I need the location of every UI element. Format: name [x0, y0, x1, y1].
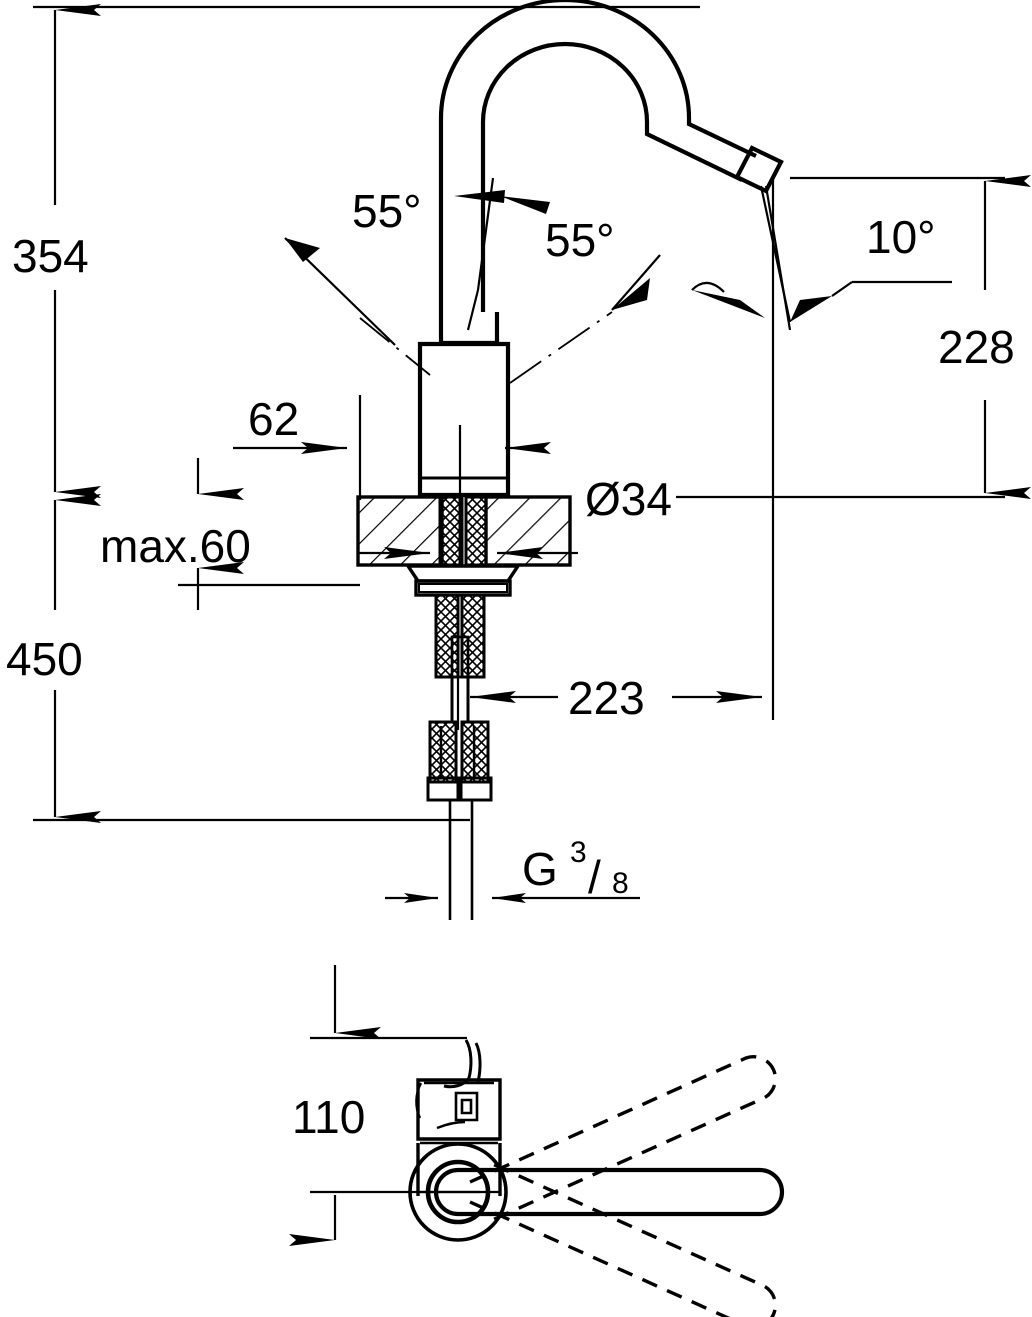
top-plan-view: 110	[289, 965, 785, 1317]
dimension-62-label: 62	[248, 393, 299, 445]
mounting-shank	[438, 495, 488, 567]
dimension-228-label: 228	[938, 321, 1015, 373]
dimension-110: 110	[289, 965, 480, 1246]
supply-connectors	[426, 720, 493, 802]
plan-body-cap	[415, 1078, 502, 1145]
faucet-body	[417, 341, 511, 498]
dimension-450-label: 450	[6, 633, 83, 685]
spout-arc	[438, 0, 757, 330]
supply-hoses	[450, 677, 470, 722]
plan-lever-handle	[433, 1167, 785, 1217]
thread-letter-label: G	[522, 843, 558, 895]
thread-label-group: G 3 / 8	[522, 836, 629, 903]
dimension-max60: max.60	[100, 458, 360, 610]
angle-10-arrowhead-right	[790, 296, 832, 322]
angle-55-right-label: 55°	[545, 214, 615, 266]
plan-lever-handle-rotated-down	[469, 1160, 778, 1317]
angle-55-center-arrowhead-right	[500, 196, 550, 214]
callout-thread-g38: G 3 / 8	[385, 836, 640, 903]
angle-55-left: 55°	[284, 185, 431, 376]
thread-numerator-label: 3	[570, 836, 587, 869]
angle-55-center-arrowhead-left	[454, 190, 505, 203]
dimension-354: 354	[12, 3, 700, 498]
dimension-110-label: 110	[292, 1091, 365, 1143]
thread-denominator-label: 8	[612, 867, 629, 900]
front-elevation-view	[356, 0, 784, 920]
dimension-diameter-34: Ø34	[358, 473, 1005, 559]
dimension-62: 62	[233, 393, 551, 500]
dimension-228: 228	[790, 175, 1031, 499]
dimension-354-label: 354	[12, 230, 89, 282]
angle-10-arrowhead-left	[692, 290, 765, 318]
threaded-stud	[434, 593, 486, 679]
angle-10-label: 10°	[866, 211, 936, 263]
angle-55-left-arrowhead	[285, 238, 320, 262]
dimension-223: 223	[456, 178, 775, 730]
angle-55-right: 55°	[454, 177, 661, 384]
dimension-223-label: 223	[568, 672, 645, 724]
angle-10: 10°	[691, 185, 952, 331]
plan-lever-handle-rotated-up	[469, 1055, 778, 1224]
thread-slash: /	[588, 851, 601, 903]
dimension-450: 450	[6, 494, 470, 823]
dimension-diameter-34-label: Ø34	[585, 473, 672, 525]
dimension-max60-label: max.60	[100, 520, 251, 572]
angle-55-right-arrowhead	[612, 278, 650, 310]
angle-55-left-label: 55°	[352, 185, 422, 237]
